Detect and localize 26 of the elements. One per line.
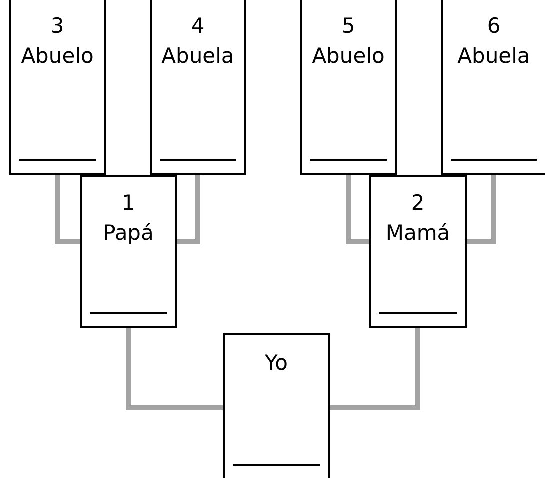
ancestor-number: 6 [486, 13, 502, 40]
person-card [150, 0, 246, 175]
person-card [9, 0, 106, 175]
ancestor-number: 4 [190, 13, 206, 40]
person-card [80, 175, 177, 328]
connector-line [55, 175, 80, 244]
ancestor-number: 5 [340, 13, 356, 40]
connector-line [346, 175, 369, 244]
person-card [441, 0, 545, 175]
connector-line [177, 175, 200, 244]
person-card [223, 333, 330, 478]
relation-label: Papá [102, 220, 155, 247]
connector-line [330, 328, 420, 410]
connector-line [126, 328, 223, 410]
relation-label: Mamá [384, 220, 452, 247]
connector-line [467, 175, 496, 244]
ancestor-number: 2 [410, 190, 426, 217]
relation-label: Yo [264, 350, 289, 377]
relation-label: Abuelo [20, 43, 95, 70]
ancestor-number: 1 [120, 190, 136, 217]
person-card [369, 175, 467, 328]
relation-label: Abuela [456, 43, 532, 70]
ancestor-number: 3 [50, 13, 66, 40]
relation-label: Abuelo [311, 43, 386, 70]
relation-label: Abuela [160, 43, 236, 70]
person-card [300, 0, 397, 175]
